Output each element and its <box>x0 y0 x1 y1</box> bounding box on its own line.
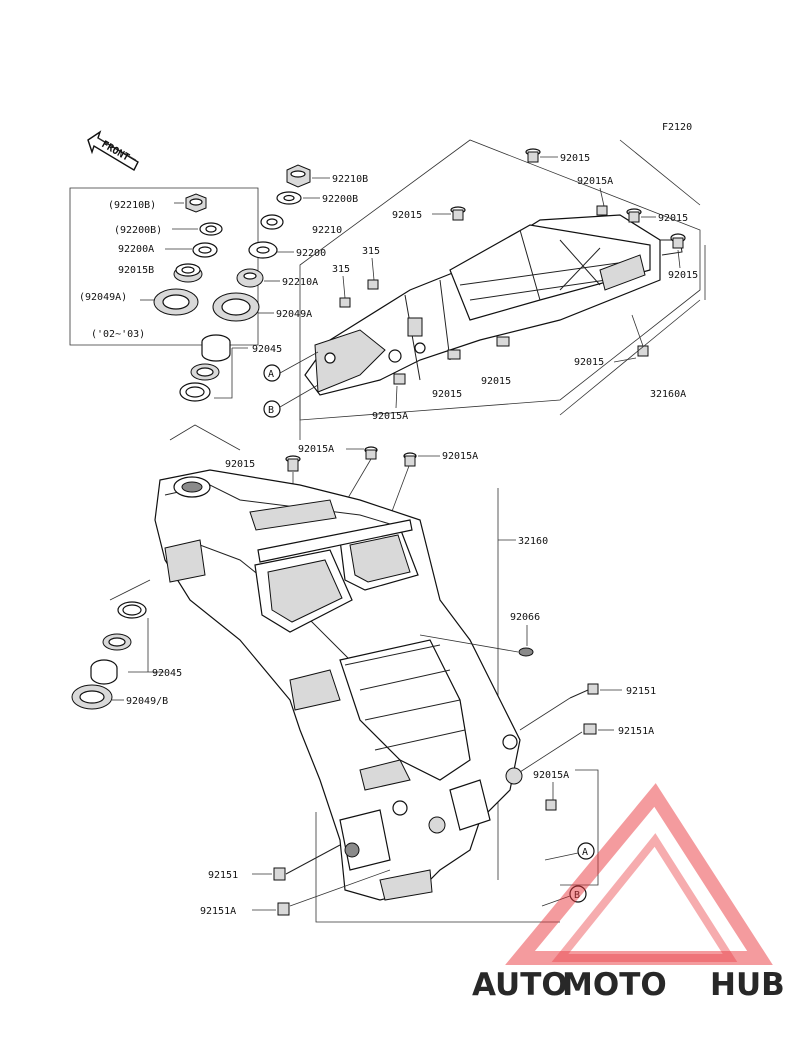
washer-92200B-icon <box>276 191 302 205</box>
bolt-315-a-icon <box>367 279 379 290</box>
label-sf-92015-right2: 92015 <box>668 270 698 281</box>
label-mf-92045-l: 92045 <box>152 668 182 679</box>
nut-92210-icon <box>260 214 284 230</box>
bolt-315-b-icon <box>339 297 351 308</box>
label-mf-32160: 32160 <box>518 536 548 547</box>
label-mf-92151-r: 92151 <box>626 686 656 697</box>
label-92210B: 92210B <box>332 174 368 185</box>
subframe-32160A <box>304 214 683 396</box>
label-mf-92015A-r: 92015A <box>533 770 569 781</box>
seal-92049A-icon <box>212 292 260 322</box>
label-box-92015B: 92015B <box>118 265 154 276</box>
label-sf-92015-left: 92015 <box>392 210 422 221</box>
label-mf-92015A-a: 92015A <box>298 444 334 455</box>
bolt-sf-right-icon <box>626 208 642 223</box>
label-315-a: 315 <box>362 246 380 257</box>
front-arrow-icon: FRONT <box>87 130 139 171</box>
bolt-sf-low-icon <box>393 373 406 385</box>
label-sf-92015A-top: 92015A <box>577 176 613 187</box>
label-box-92049A: (92049A) <box>79 292 127 303</box>
ref-B-bottom-text: B <box>574 890 580 901</box>
label-sf-32160A: 32160A <box>650 389 686 400</box>
ref-B-bottom: B <box>569 885 587 903</box>
label-sf-92015-right: 92015 <box>658 213 688 224</box>
automotohub-logo: AUTO MOTO HUB <box>472 783 785 1003</box>
label-mf-92151A-l: 92151A <box>200 906 236 917</box>
label-92049A: 92049A <box>276 309 312 320</box>
label-mf-92015: 92015 <box>225 459 255 470</box>
label-92200B: 92200B <box>322 194 358 205</box>
bolt-92151A-right-icon <box>583 723 597 735</box>
label-sf-92015-mid: 92015 <box>481 376 511 387</box>
logo-text-moto: MOTO <box>562 967 667 1003</box>
plug-92066-icon <box>518 647 534 657</box>
bolt-sf-92015A-icon <box>596 205 608 216</box>
label-sf-92015-top: 92015 <box>560 153 590 164</box>
ref-A-top: A <box>263 364 281 382</box>
seal-icon <box>153 288 199 316</box>
bolt-sf-top-icon <box>525 148 541 163</box>
ref-A-bottom-text: A <box>582 847 588 858</box>
bolt-sf-right2-icon <box>670 233 686 249</box>
bearing-92045-left-icon <box>90 601 147 685</box>
bolt-92151-right-icon <box>569 683 599 699</box>
bolt-sf-mid-icon <box>447 349 461 360</box>
figure-code: F2120 <box>662 122 692 133</box>
label-box-92200B: (92200B) <box>114 225 162 236</box>
bolt-92015A-right-icon <box>545 799 557 811</box>
ref-A-top-text: A <box>268 369 274 380</box>
nut-92210B-icon <box>286 164 311 188</box>
alt-parts-box <box>69 187 259 346</box>
logo-text-auto: AUTO <box>472 967 568 1003</box>
washer-92200-icon <box>248 241 278 259</box>
ref-A-bottom: A <box>577 842 595 860</box>
label-box-92210B: (92210B) <box>108 200 156 211</box>
bearing-92045-top-icon <box>179 334 231 402</box>
nut-icon <box>185 193 207 213</box>
label-sf-92015A-low: 92015A <box>372 411 408 422</box>
label-box-years: ('02~'03) <box>91 329 145 340</box>
label-92200: 92200 <box>296 248 326 259</box>
bolt-92151-left-icon <box>273 844 341 881</box>
bolt-mf-92015A-a-icon <box>364 446 378 460</box>
collar-icon <box>173 263 203 283</box>
label-mf-92151-l: 92151 <box>208 870 238 881</box>
washer-icon <box>199 222 223 236</box>
bolt-sf-bottom-icon <box>637 345 649 357</box>
label-92045-top: 92045 <box>252 344 282 355</box>
logo-text-hub: HUB <box>710 967 785 1003</box>
label-mf-92015A-b: 92015A <box>442 451 478 462</box>
bolt-mf-92015-icon <box>285 455 301 472</box>
label-92210: 92210 <box>312 225 342 236</box>
label-mf-92049B: 92049/B <box>126 696 168 707</box>
ref-B-top-text: B <box>268 405 274 416</box>
bolt-sf-left-icon <box>450 206 466 221</box>
label-box-92200A: 92200A <box>118 244 154 255</box>
ref-B-top: B <box>263 400 281 418</box>
label-sf-92015-bottom: 92015 <box>574 357 604 368</box>
label-mf-92066: 92066 <box>510 612 540 623</box>
lock-washer-icon <box>192 242 218 258</box>
seal-92049B-icon <box>71 684 113 710</box>
main-frame-32160 <box>154 469 523 901</box>
bolt-sf-mid2-icon <box>496 336 510 347</box>
bolt-92151A-left-icon <box>277 902 290 916</box>
label-mf-92151A-r: 92151A <box>618 726 654 737</box>
nut-92210A-icon <box>236 268 264 288</box>
bolt-mf-92015A-b-icon <box>403 452 417 467</box>
label-sf-92015-low: 92015 <box>432 389 462 400</box>
label-315-b: 315 <box>332 264 350 275</box>
